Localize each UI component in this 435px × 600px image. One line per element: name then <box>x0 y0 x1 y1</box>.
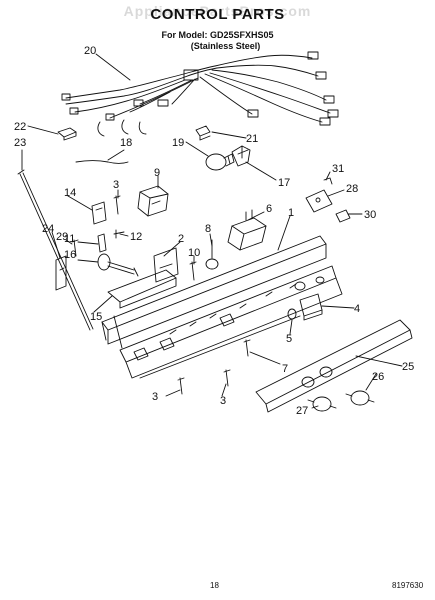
switch-part-4 <box>299 293 323 321</box>
screw-part-29 <box>71 239 79 257</box>
model-line: For Model: GD25SFXHS05 <box>161 30 274 40</box>
clip-part-30 <box>335 209 351 223</box>
callout-31: 31 <box>332 163 344 175</box>
callout-17: 17 <box>278 177 290 189</box>
callout-29: 29 <box>56 231 68 243</box>
callout-21: 21 <box>246 133 258 145</box>
clip-part-21 <box>195 125 211 141</box>
rod-part-23 <box>17 169 94 331</box>
leader-lines <box>21 53 403 409</box>
light-bulb-part-19 <box>205 153 235 171</box>
document-number: 8197630 <box>392 581 424 590</box>
finish-line: (Stainless Steel) <box>190 41 261 51</box>
callout-3-lower-left: 3 <box>152 391 158 403</box>
module-part-6 <box>227 209 267 251</box>
callout-26: 26 <box>372 371 384 383</box>
connector-part-22 <box>57 127 77 141</box>
page-number: 18 <box>210 581 219 590</box>
callout-4: 4 <box>354 303 360 315</box>
knob-part-8 <box>205 239 219 270</box>
callout-5: 5 <box>286 333 292 345</box>
switch-part-9 <box>137 185 169 217</box>
callout-6: 6 <box>266 203 272 215</box>
callout-3-lower-right: 3 <box>220 395 226 407</box>
callout-9: 9 <box>154 167 160 179</box>
callout-15: 15 <box>90 311 102 323</box>
bracket-part-14 <box>91 201 107 225</box>
watermark: AppliancePartsPros.com <box>123 3 312 19</box>
callout-12: 12 <box>130 231 142 243</box>
screw-part-7 <box>243 339 251 357</box>
screw-part-10 <box>189 261 197 281</box>
screw-part-12 <box>113 229 125 239</box>
callout-20: 20 <box>84 45 96 57</box>
knob-part-26 <box>345 390 375 406</box>
screw-part-3 <box>223 369 231 387</box>
callout-8: 8 <box>205 223 211 235</box>
page-title: CONTROL PARTS <box>150 6 285 23</box>
screw-part-3 <box>113 195 121 215</box>
screw-part-31 <box>323 177 333 185</box>
bracket-part-2 <box>153 247 179 283</box>
control-panel-part-25 <box>255 319 413 413</box>
cover-plate-part-15 <box>107 269 177 309</box>
socket-part-17 <box>231 145 251 167</box>
callout-2: 2 <box>178 233 184 245</box>
bracket-part-24 <box>55 255 67 291</box>
callout-24: 24 <box>42 223 54 235</box>
callout-11: 11 <box>64 233 75 245</box>
wire-lead-part-18 <box>75 160 129 164</box>
control-housing-part-1 <box>101 235 343 379</box>
callout-7: 7 <box>282 363 288 375</box>
callout-23: 23 <box>14 137 26 149</box>
knob-part-27 <box>307 396 337 412</box>
callout-22: 22 <box>14 121 26 133</box>
wire-harness-part-20 <box>61 51 339 137</box>
control-board-part-28 <box>305 189 333 213</box>
callout-19: 19 <box>172 137 184 149</box>
button-part-5 <box>287 308 297 320</box>
callout-14: 14 <box>64 187 76 199</box>
callout-28: 28 <box>346 183 358 195</box>
callout-10: 10 <box>188 247 200 259</box>
callout-30: 30 <box>364 209 376 221</box>
callout-1: 1 <box>288 207 294 219</box>
callout-18: 18 <box>120 137 132 149</box>
callout-25: 25 <box>402 361 414 373</box>
callout-3-upper: 3 <box>113 179 119 191</box>
screw-part-3 <box>177 377 185 395</box>
callout-27: 27 <box>296 405 308 417</box>
callout-16: 16 <box>64 249 76 261</box>
